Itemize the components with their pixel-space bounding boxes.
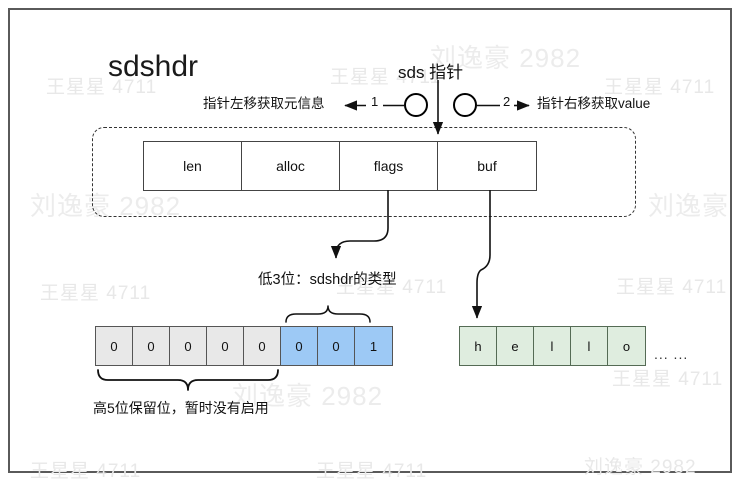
right-pointer-circle-icon xyxy=(453,93,477,117)
flags-bit-cell: 0 xyxy=(133,327,170,365)
watermark: 王星星 4711 xyxy=(336,277,448,298)
left-shift-annotation: 指针左移获取元信息 xyxy=(203,96,325,111)
flags-type-label: 低3位：sdshdr的类型 xyxy=(258,272,397,288)
buf-char-cell: l xyxy=(534,327,571,365)
buf-char-cell: o xyxy=(608,327,645,365)
buf-char-cell: h xyxy=(460,327,497,365)
buf-char-cell: e xyxy=(497,327,534,365)
watermark: 王星星 4711 xyxy=(330,67,442,88)
watermark: 刘逸豪 2982 xyxy=(430,43,582,73)
watermark: 王星星 4711 xyxy=(40,283,152,304)
watermark: 王星星 4711 xyxy=(30,461,142,482)
reserved-bits-caption: 高5位保留位，暂时没有启用 xyxy=(93,400,269,416)
diagram-title: sdshdr xyxy=(108,50,199,83)
buf-ellipsis-label: ... ... xyxy=(654,346,689,362)
struct-field-buf: buf xyxy=(438,142,536,190)
flags-bit-cell: 0 xyxy=(96,327,133,365)
right-shift-annotation: 指针右移获取value xyxy=(537,96,651,111)
flags-bit-cell: 0 xyxy=(244,327,281,365)
sds-pointer-label: sds 指针 xyxy=(398,63,464,82)
watermark: 王星星 4711 xyxy=(612,369,724,390)
struct-field-flags: flags xyxy=(340,142,438,190)
flags-bit-cell: 0 xyxy=(170,327,207,365)
left-pointer-circle-icon xyxy=(404,93,428,117)
struct-field-len: len xyxy=(144,142,242,190)
step-one-label: 1 xyxy=(371,94,379,109)
flags-bit-cell: 0 xyxy=(318,327,355,365)
watermark: 王星星 4711 xyxy=(616,277,728,298)
buf-char-cell: l xyxy=(571,327,608,365)
watermark: 王星星 4711 xyxy=(46,77,158,98)
watermark: 王星星 4711 xyxy=(604,77,716,98)
flags-bit-cell: 0 xyxy=(207,327,244,365)
watermark: 王星星 4711 xyxy=(316,461,428,482)
flags-bit-cell: 1 xyxy=(355,327,392,365)
step-two-label: 2 xyxy=(503,94,511,109)
struct-field-alloc: alloc xyxy=(242,142,340,190)
watermark: 刘逸豪 xyxy=(648,191,730,221)
watermark: 刘逸豪 2982 xyxy=(584,457,697,478)
flags-bit-cell: 0 xyxy=(281,327,318,365)
